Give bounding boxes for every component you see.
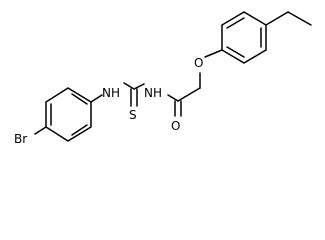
atom-label-s: S <box>129 108 137 122</box>
bond-ring-nh <box>90 94 103 103</box>
atom-label-o-carbonyl: O <box>171 119 180 133</box>
bond-c-nh <box>133 83 145 90</box>
atom-label-nh-right: NH <box>144 86 162 100</box>
bond-o-ring <box>204 49 223 58</box>
bond-carbonyl-ch2 <box>177 87 201 102</box>
bond-nh-c <box>123 82 135 90</box>
atom-label-o-ether: O <box>194 56 203 70</box>
bond-nh-carbonyl <box>167 94 179 102</box>
ethylphenyl-ring <box>221 11 267 64</box>
atom-label-br: Br <box>14 132 27 146</box>
chemical-structure: Br NH S NH O O <box>14 11 312 146</box>
carbonyl-double-bond <box>174 100 182 117</box>
ethyl-chain <box>265 11 312 26</box>
bromophenyl-ring <box>45 87 92 142</box>
atom-label-nh-left: NH <box>102 86 120 100</box>
bond-ring-br <box>34 126 47 135</box>
thiocarbonyl-double-bond <box>130 88 138 107</box>
